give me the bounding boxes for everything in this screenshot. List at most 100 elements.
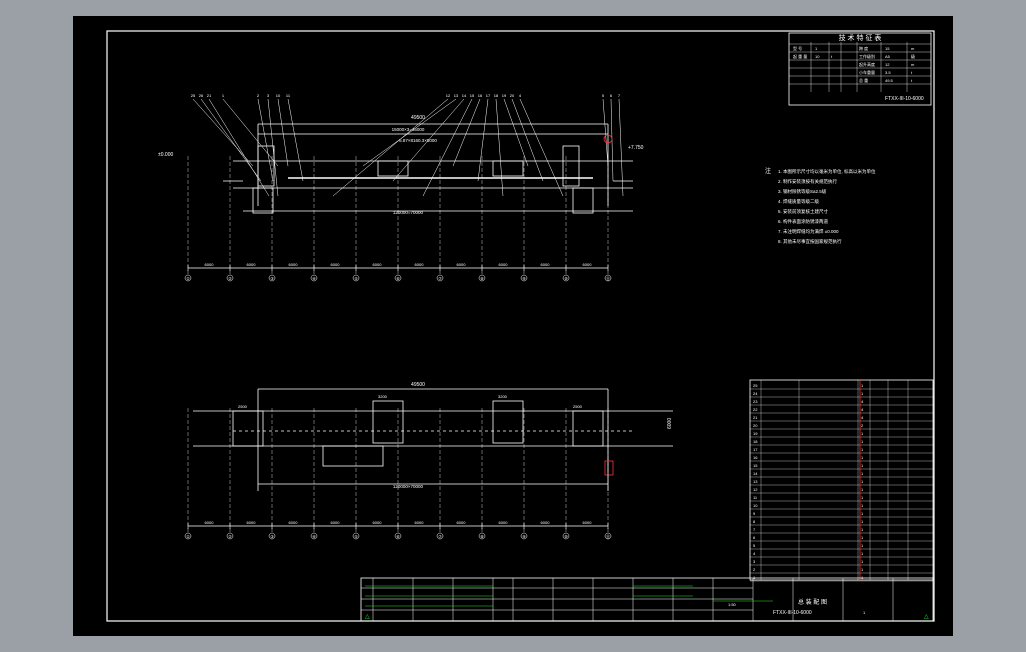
- plan-top-dim: 49500: [411, 382, 425, 388]
- parts-cell: 25: [753, 383, 758, 388]
- leader-line: [618, 98, 624, 197]
- span-dim: 6000: [415, 262, 425, 267]
- parts-cell: 1: [861, 431, 864, 436]
- span-dim: 6000: [373, 262, 383, 267]
- axis-bubble: [394, 532, 402, 540]
- parts-cell: 15: [753, 463, 758, 468]
- tech-cell: 15: [885, 46, 890, 51]
- plan-label-3: 2500: [238, 404, 248, 409]
- part-callout: 1: [222, 93, 225, 98]
- parts-cell: 1: [861, 575, 864, 580]
- notes-header: 注: [765, 167, 771, 175]
- axis-bubble: [394, 274, 402, 282]
- part-callout: 25: [191, 93, 196, 98]
- part-callout: 17: [486, 93, 491, 98]
- tech-cell: 12: [885, 62, 890, 67]
- parts-cell: 14: [753, 471, 758, 476]
- leader-line: [477, 98, 489, 182]
- parts-cell: 1: [861, 527, 864, 532]
- span-dim: 6000: [331, 262, 341, 267]
- parts-cell: 1: [861, 487, 864, 492]
- part-callout: 5: [602, 93, 605, 98]
- parts-cell: 1: [861, 463, 864, 468]
- title-block-title: 总 装 配 图: [798, 598, 827, 606]
- title-block: 总 装 配 图 FTXX-III-10-6000 1:50 1 △ △: [360, 577, 934, 622]
- axis-label: ⑪: [606, 533, 610, 539]
- part-callout: 2: [257, 93, 260, 98]
- parts-cell: 18: [753, 439, 758, 444]
- part-callout: 7: [618, 93, 621, 98]
- plan-side-dim: 6000: [667, 418, 673, 429]
- leader-line: [192, 98, 254, 167]
- parts-cell: 1: [861, 511, 864, 516]
- parts-cell: 3: [753, 559, 756, 564]
- tech-table-title: 技 术 特 征 表: [839, 33, 882, 42]
- axis-bubble: [310, 274, 318, 282]
- leader-line: [495, 98, 504, 197]
- axis-bubble: [604, 274, 612, 282]
- parts-cell: 1: [861, 391, 864, 396]
- part-callout: 11: [286, 93, 291, 98]
- axis-label: ④: [312, 276, 316, 281]
- axis-bubble: [604, 532, 612, 540]
- tech-cell: 3.5: [885, 70, 891, 75]
- axis-label: ②: [228, 534, 232, 539]
- elev-right-level: +7.750: [628, 145, 644, 151]
- part-callout: 26: [199, 93, 204, 98]
- parts-cell: 11: [753, 495, 758, 500]
- part-callout: 6: [610, 93, 613, 98]
- axis-label: ⑧: [480, 534, 484, 539]
- parts-cell: 1: [861, 479, 864, 484]
- axis-bubble: [478, 532, 486, 540]
- tech-cell: t: [831, 54, 833, 59]
- part-callout: 15: [470, 93, 475, 98]
- parts-cell: 21: [753, 415, 758, 420]
- plan-label-1: 3200: [378, 394, 388, 399]
- parts-cell: 1: [753, 575, 756, 580]
- note-line: 1. 本图所示尺寸均以毫米为单位, 标高以米为单位: [778, 168, 876, 175]
- axis-label: ⑨: [522, 276, 526, 281]
- axis-label: ③: [270, 534, 274, 539]
- parts-cell: 17: [753, 447, 758, 452]
- part-callout: 18: [494, 93, 499, 98]
- parts-cell: 13: [753, 479, 758, 484]
- axis-bubble: [436, 274, 444, 282]
- tech-cell: 跨 度: [859, 45, 868, 51]
- span-dim: 6000: [289, 520, 299, 525]
- tech-cell: 49.5: [885, 78, 894, 83]
- leader-line: [362, 98, 457, 167]
- axis-label: ⑥: [396, 534, 400, 539]
- tech-cell: 总 重: [859, 77, 868, 83]
- tech-cell: 1: [815, 46, 818, 51]
- axis-bubble: [352, 532, 360, 540]
- parts-cell: 8: [753, 519, 756, 524]
- note-line: 8. 其他未尽事宜按国家规范执行: [778, 238, 842, 245]
- span-dim: 6000: [583, 262, 593, 267]
- elev-bottom-dim: 120000=70000: [393, 210, 424, 215]
- parts-cell: 19: [753, 431, 758, 436]
- tech-cell: m: [911, 62, 915, 67]
- parts-cell: 4: [861, 415, 864, 420]
- axis-label: ②: [228, 276, 232, 281]
- axis-bubble: [352, 274, 360, 282]
- triangle-mark-left: △: [365, 614, 370, 620]
- parts-cell: 6: [753, 535, 756, 540]
- parts-cell: 1: [861, 559, 864, 564]
- span-dim: 6000: [415, 520, 425, 525]
- part-callout: 12: [446, 93, 451, 98]
- axis-bubble: [310, 532, 318, 540]
- axis-bubble: [478, 274, 486, 282]
- parts-cell: 1: [861, 503, 864, 508]
- span-dim: 6000: [541, 262, 551, 267]
- span-dim: 6000: [247, 520, 257, 525]
- axis-bubble: [226, 532, 234, 540]
- leader-line: [267, 98, 279, 197]
- tech-cell: 起 重 量: [793, 53, 807, 59]
- parts-cell: 1: [861, 447, 864, 452]
- axis-label: ③: [270, 276, 274, 281]
- part-callout: 19: [502, 93, 507, 98]
- axis-label: ①: [186, 534, 190, 539]
